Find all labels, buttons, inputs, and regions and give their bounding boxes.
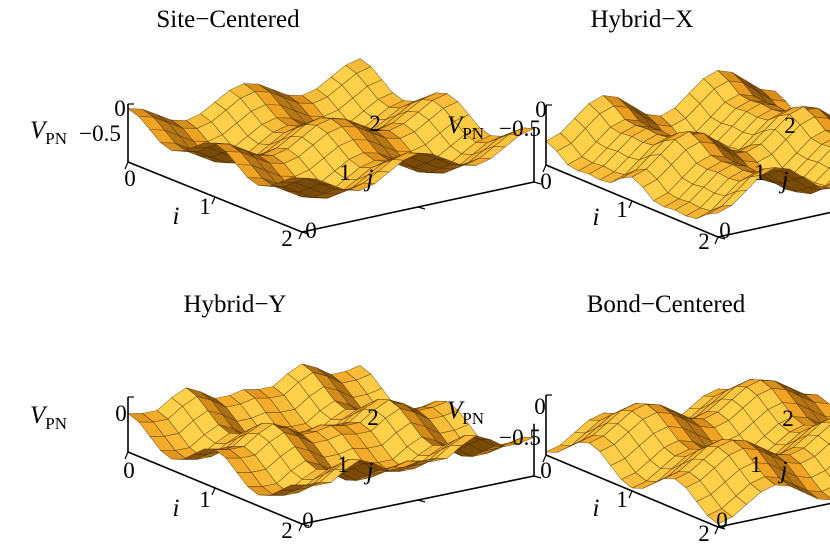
x-tick-0: 0 <box>123 458 135 483</box>
z-axis-label-main: V <box>447 397 465 424</box>
y-tick-1: 1 <box>750 452 762 477</box>
x-tick-2: 2 <box>281 518 293 543</box>
i-axis-tick <box>211 487 216 496</box>
z-axis-label-main: V <box>30 402 48 429</box>
x-tick-1: 1 <box>199 194 211 219</box>
i-axis-tick <box>298 523 303 532</box>
j-axis-line <box>717 211 830 238</box>
y-tick-1: 1 <box>754 160 766 185</box>
x-axis-label: i <box>173 203 180 230</box>
surface-facet <box>127 413 155 423</box>
i-axis-tick <box>628 490 633 499</box>
axes <box>124 103 542 240</box>
z-axis-label: VPN <box>447 112 484 143</box>
i-axis-tick <box>298 231 303 240</box>
i-axis-tick <box>542 164 547 173</box>
surface-facet <box>545 444 572 453</box>
x-tick-1: 1 <box>199 487 211 512</box>
j-axis-tick <box>533 475 542 479</box>
panel-hybrid-x: Hybrid−X VPN 0 −0.5 0 1 2 0 1 2 i j <box>447 6 830 254</box>
axes <box>542 104 830 245</box>
z-axis-label-subscript: PN <box>45 129 67 148</box>
z-axis-label: VPN <box>30 402 67 433</box>
x-tick-0: 0 <box>540 169 552 194</box>
panel-title: Bond−Centered <box>587 291 746 318</box>
y-axis-label: j <box>779 167 789 194</box>
i-axis-tick <box>714 236 719 245</box>
z-axis-label-main: V <box>30 117 48 144</box>
z-axis-label-subscript: PN <box>462 124 484 143</box>
tick-labels: 0 −0.5 0 1 2 0 1 2 i j <box>499 97 796 254</box>
z-axis-label-subscript: PN <box>462 409 484 428</box>
i-axis-tick <box>124 161 129 170</box>
j-axis-tick <box>417 206 426 210</box>
i-axis-tick <box>714 526 719 535</box>
y-tick-0: 0 <box>716 508 728 533</box>
panel-bond-centered: Bond−Centered VPN 0 −0.5 0 1 2 0 1 2 i j <box>447 291 830 546</box>
panel-hybrid-y: Hybrid−Y VPN 0 0 1 2 0 1 2 i j <box>30 291 542 543</box>
y-tick-0: 0 <box>719 218 731 243</box>
z-tick-0: 0 <box>534 394 546 419</box>
y-tick-2: 2 <box>367 405 379 430</box>
x-tick-0: 0 <box>124 166 136 191</box>
i-axis-tick <box>628 200 633 209</box>
y-tick-2: 2 <box>784 113 796 138</box>
j-axis-tick <box>533 181 542 185</box>
z-tick-neg-half: −0.5 <box>499 116 541 141</box>
j-axis-tick <box>717 236 726 240</box>
x-axis-label: i <box>593 495 600 522</box>
tick-labels: 0 0 1 2 0 1 2 i j <box>115 401 379 543</box>
surface-facet <box>545 132 572 152</box>
x-axis-label: i <box>593 204 600 231</box>
tick-labels: 0 −0.5 0 1 2 0 1 2 i j <box>79 96 381 251</box>
y-axis-label: j <box>778 457 788 484</box>
x-tick-2: 2 <box>281 226 293 251</box>
surface-facet <box>824 466 830 478</box>
z-tick-0: 0 <box>114 96 126 121</box>
y-axis-label: j <box>364 458 374 485</box>
z-tick-neg-half: −0.5 <box>499 425 541 450</box>
z-axis-label-subscript: PN <box>45 414 67 433</box>
surface-mesh <box>127 58 536 199</box>
surface-facet <box>127 108 155 118</box>
panel-title: Hybrid−Y <box>184 291 287 318</box>
y-tick-0: 0 <box>305 218 317 243</box>
z-axis-label: VPN <box>30 117 67 148</box>
x-tick-2: 2 <box>698 229 710 254</box>
i-axis-tick <box>542 454 547 463</box>
j-axis-tick <box>717 526 726 530</box>
surface-mesh <box>545 379 830 525</box>
y-tick-0: 0 <box>302 508 314 533</box>
y-axis-label: j <box>364 165 374 192</box>
j-axis-tick <box>301 231 310 235</box>
surface-mesh <box>545 70 830 219</box>
z-tick-0: 0 <box>115 401 127 426</box>
z-tick-neg-half: −0.5 <box>79 121 121 146</box>
y-tick-1: 1 <box>337 452 349 477</box>
x-tick-1: 1 <box>616 197 628 222</box>
panel-title: Hybrid−X <box>591 6 694 33</box>
j-axis-tick <box>301 523 310 527</box>
z-axis-label: VPN <box>447 397 484 428</box>
axes <box>124 396 542 532</box>
i-axis-tick <box>211 196 216 205</box>
axes <box>542 394 830 535</box>
j-axis-line <box>717 502 830 528</box>
j-axis-tick <box>417 499 426 503</box>
i-axis-tick <box>124 451 129 460</box>
panel-site-centered: Site−Centered VPN 0 −0.5 0 1 2 0 1 2 i j <box>30 6 542 251</box>
z-tick-0: 0 <box>535 97 547 122</box>
y-tick-2: 2 <box>782 406 794 431</box>
panel-title: Site−Centered <box>156 6 300 33</box>
surface-mesh <box>127 363 535 496</box>
y-tick-1: 1 <box>339 160 351 185</box>
x-tick-2: 2 <box>698 521 710 546</box>
tick-labels: 0 −0.5 0 1 2 0 1 2 i j <box>499 394 794 546</box>
x-tick-1: 1 <box>616 487 628 512</box>
z-axis-label-main: V <box>447 112 465 139</box>
y-tick-2: 2 <box>369 111 381 136</box>
x-axis-label: i <box>173 495 180 522</box>
x-tick-0: 0 <box>540 458 552 483</box>
